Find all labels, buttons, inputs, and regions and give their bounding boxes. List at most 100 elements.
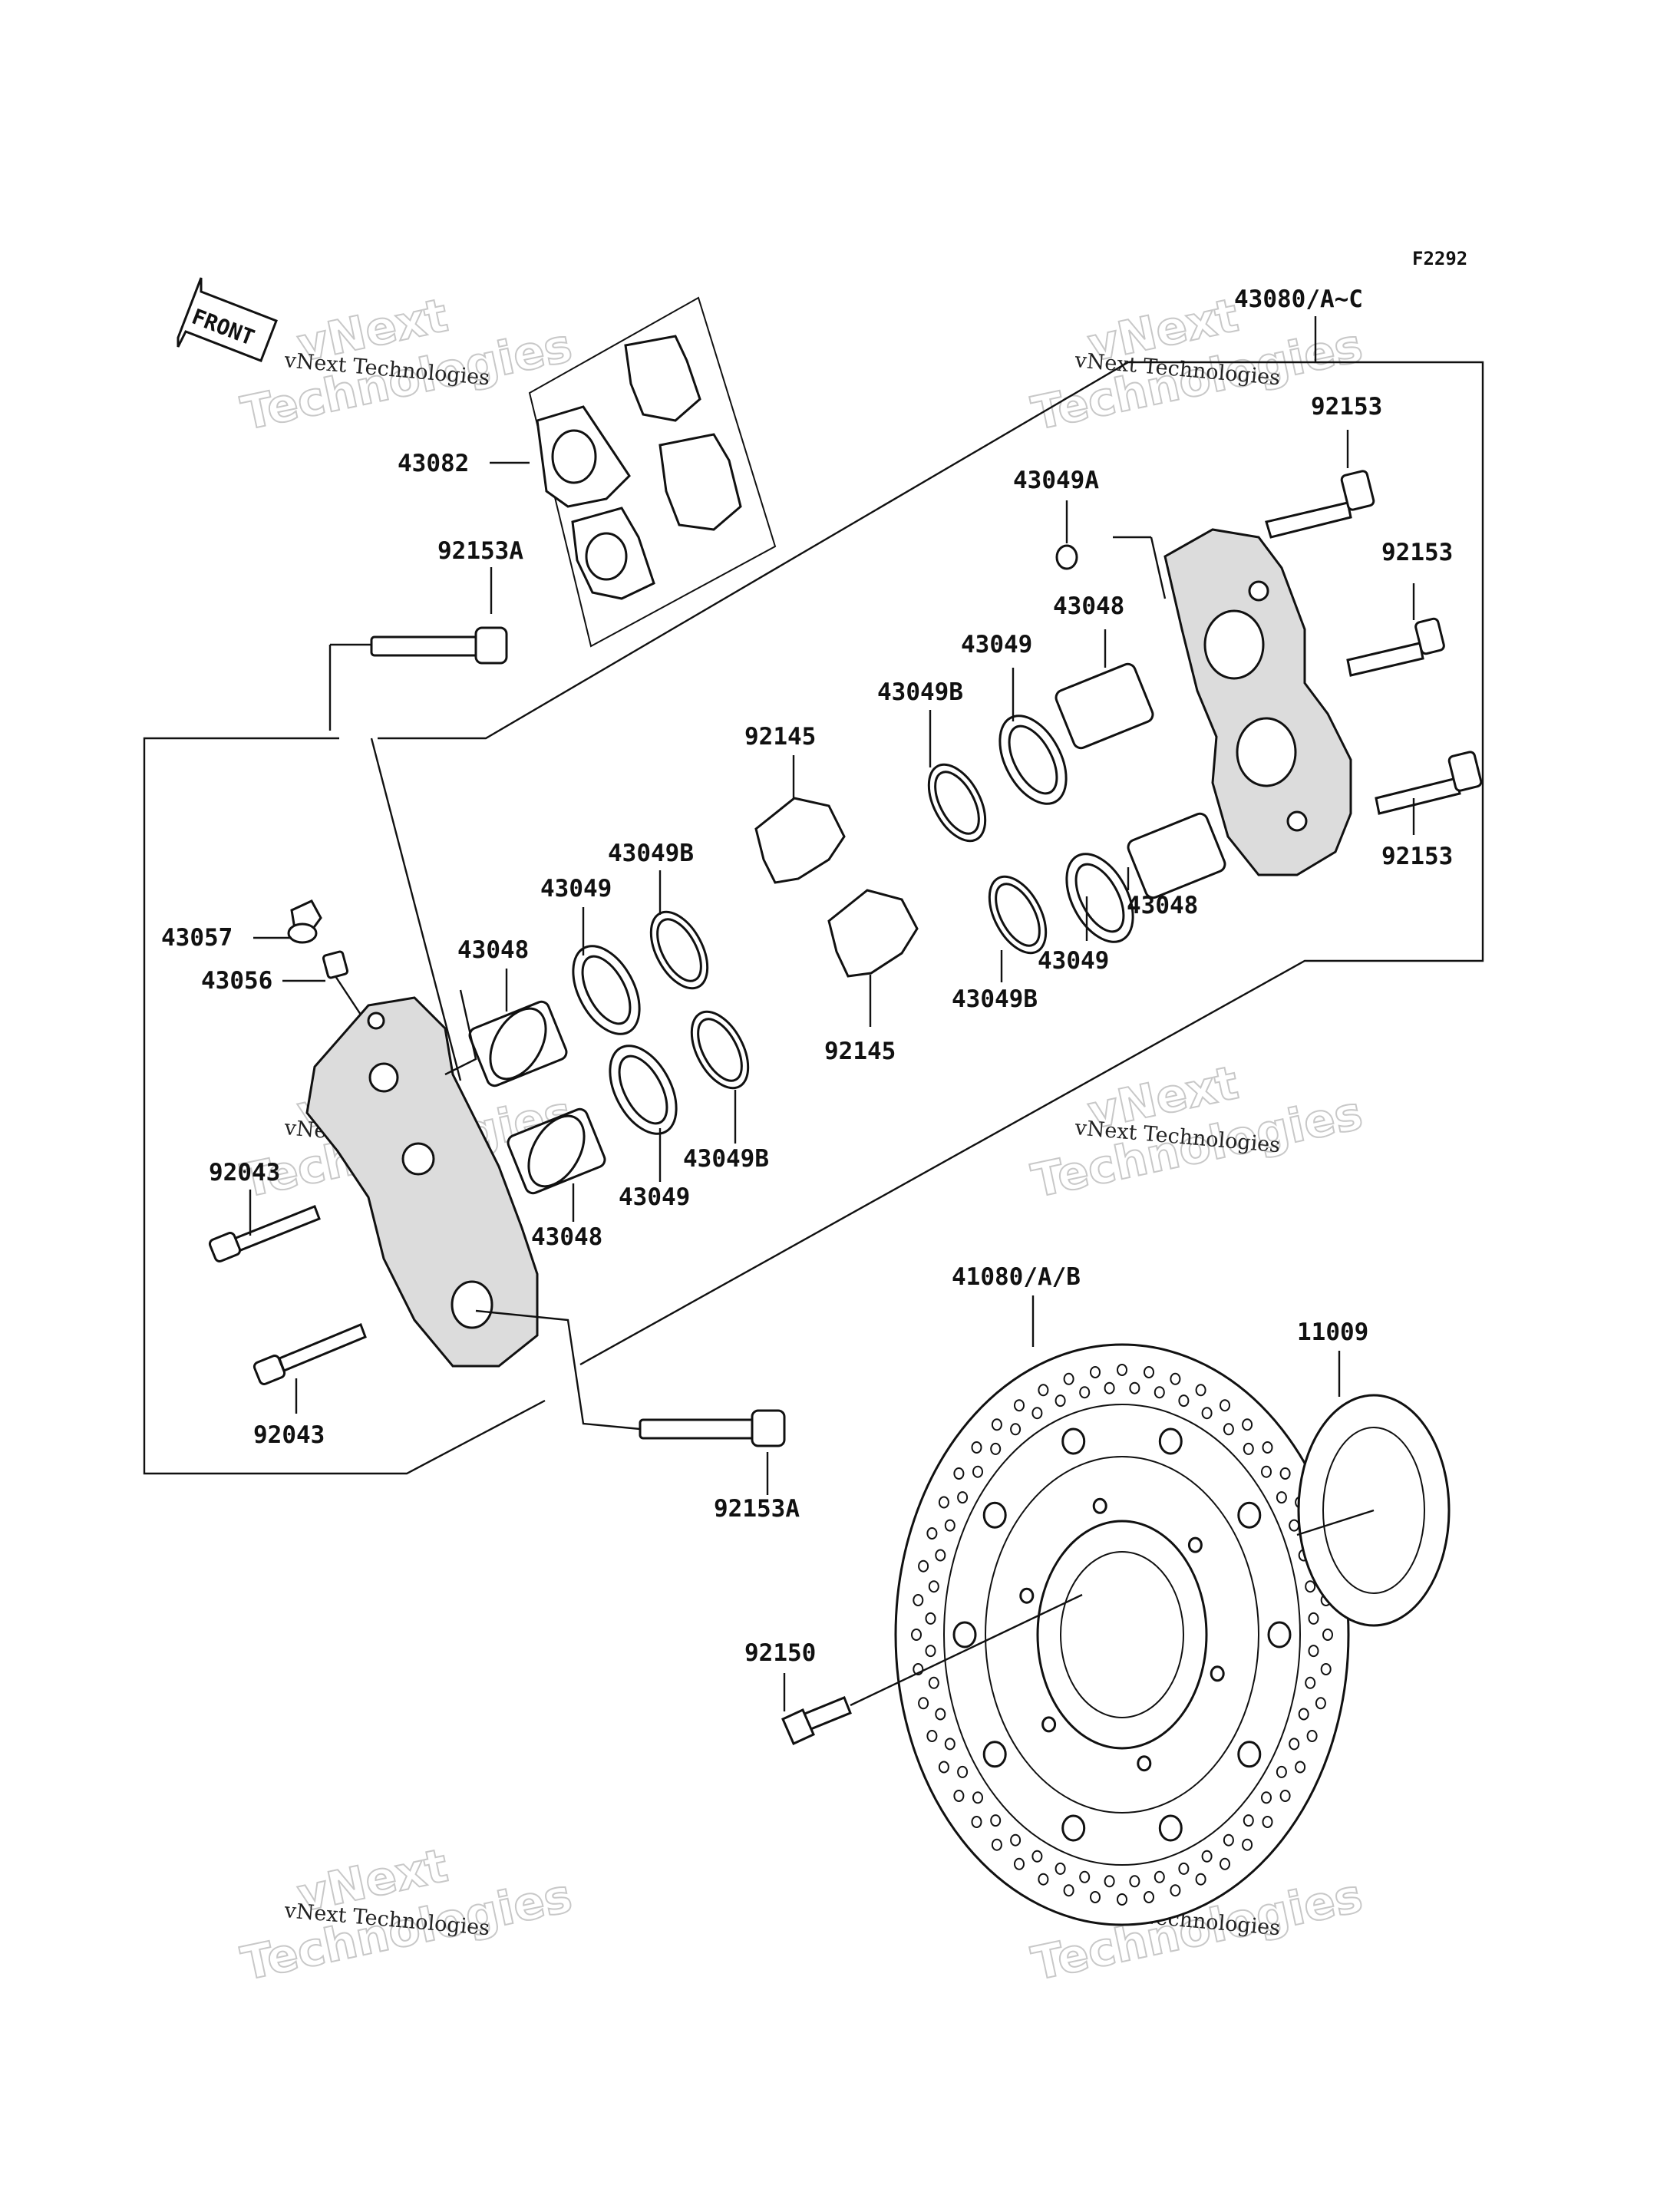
disc-hole <box>938 1496 949 1509</box>
disc-hole <box>1104 1381 1115 1394</box>
disc-hole <box>1170 1372 1181 1385</box>
disc-hole <box>1308 1612 1319 1625</box>
disc-bolt-92150 <box>781 1696 852 1746</box>
pad-spring-92145-a <box>754 797 846 884</box>
bleeder-cap-43057 <box>287 899 322 944</box>
disc-hole <box>953 1467 965 1480</box>
disc-hole <box>1010 1833 1022 1847</box>
washer-43049a <box>1055 544 1078 570</box>
disc-hole <box>1276 1765 1287 1778</box>
disc-hole <box>991 1838 1002 1851</box>
label-43049-r2: 43049 <box>1038 947 1109 975</box>
disc-hole <box>1014 1399 1025 1412</box>
disc-hole <box>1055 1394 1066 1408</box>
label-92145-a: 92145 <box>744 723 816 751</box>
label-43082: 43082 <box>398 450 469 477</box>
disc-hole <box>935 1549 946 1562</box>
label-92150: 92150 <box>744 1639 816 1667</box>
bolt-92153a-bottom <box>639 1409 786 1447</box>
right-caliper <box>1113 528 1352 876</box>
disc-hole <box>1223 1833 1234 1847</box>
caliper-assembly-outline <box>143 316 1484 1475</box>
label-92153-a: 92153 <box>1311 393 1382 421</box>
disc-hole <box>1242 1838 1253 1851</box>
disc-hole <box>1322 1629 1333 1641</box>
disc-hole <box>944 1738 956 1751</box>
label-43049b-l2: 43049B <box>683 1145 769 1173</box>
bolt-92153-b <box>1346 617 1445 677</box>
disc-hole <box>1031 1407 1043 1420</box>
disc-hole <box>971 1816 982 1828</box>
disc-rivet <box>1158 1427 1183 1455</box>
disc-hole <box>935 1708 946 1721</box>
disc-rivet <box>952 1621 977 1648</box>
label-11009: 11009 <box>1297 1318 1368 1346</box>
disc-hole <box>1129 1875 1140 1888</box>
disc-rivet <box>1158 1814 1183 1842</box>
disc-hole <box>1195 1384 1206 1397</box>
disc-hole <box>1315 1697 1326 1710</box>
disc-hole <box>1305 1580 1316 1593</box>
disc-hole <box>1261 1791 1272 1804</box>
hub-bolt-hole <box>1187 1536 1203 1553</box>
disc-hole <box>1104 1875 1115 1888</box>
label-43080: 43080/A~C <box>1234 285 1363 313</box>
bolt-92153-a <box>1265 470 1375 539</box>
label-43049b-r2: 43049B <box>952 985 1038 1013</box>
disc-hole <box>918 1559 929 1573</box>
watermark-mid-right: Technologies vNext <box>1027 1055 1368 1210</box>
label-92043-b: 92043 <box>253 1421 325 1449</box>
label-43049-l2: 43049 <box>619 1183 690 1211</box>
left-caliper <box>305 989 539 1368</box>
disc-hole <box>925 1612 936 1625</box>
disc-hole <box>1243 1814 1254 1827</box>
disc-hole <box>918 1697 929 1710</box>
label-92153a-bottom: 92153A <box>714 1495 800 1523</box>
label-43048-l2: 43048 <box>531 1223 602 1251</box>
bolt-92153a-top <box>370 626 508 665</box>
label-41080: 41080/A/B <box>952 1263 1081 1291</box>
disc-hole <box>1220 1857 1230 1870</box>
disc-hole <box>913 1594 924 1606</box>
disc-hole <box>1279 1467 1291 1480</box>
label-43057: 43057 <box>161 924 233 952</box>
disc-rivet <box>1237 1741 1262 1768</box>
disc-hole <box>1038 1384 1049 1397</box>
disc-hole <box>1220 1399 1230 1412</box>
hub-bolt-hole <box>1041 1716 1057 1733</box>
disc-hole <box>1305 1676 1316 1689</box>
label-43049-r1: 43049 <box>961 631 1032 658</box>
disc-hole <box>1279 1790 1291 1802</box>
disc-rivet <box>1237 1501 1262 1529</box>
disc-hole <box>926 1527 938 1540</box>
disc-hole <box>1195 1873 1206 1886</box>
disc-hole <box>1154 1386 1165 1399</box>
disc-hole <box>928 1676 939 1689</box>
bolt-92043-a <box>208 1205 321 1262</box>
disc-hole <box>1154 1870 1165 1883</box>
disc-hole <box>957 1491 969 1504</box>
disc-hole <box>1298 1708 1309 1721</box>
diagram-code: F2292 <box>1412 248 1467 269</box>
disc-hole <box>972 1465 983 1478</box>
disc-hole <box>1055 1862 1066 1875</box>
label-43049b-r1: 43049B <box>877 678 963 706</box>
disc-rivet <box>982 1741 1007 1768</box>
disc-hole <box>972 1791 983 1804</box>
disc-hole <box>1262 1816 1273 1828</box>
disc-hole <box>913 1663 924 1675</box>
disc-hole <box>1063 1372 1074 1385</box>
leader-lines <box>249 430 1415 1711</box>
disc-rivet <box>982 1501 1007 1529</box>
label-43048-l1: 43048 <box>457 936 529 964</box>
disc-hole <box>928 1580 939 1593</box>
brake-pads <box>528 296 777 648</box>
brake-disc <box>894 1343 1350 1926</box>
disc-rivet <box>1061 1427 1086 1455</box>
watermark-top-left: Technologies vNext <box>236 288 578 442</box>
disc-hole <box>944 1519 956 1532</box>
disc-hole <box>1262 1441 1273 1454</box>
hub-bolt-hole <box>1137 1755 1152 1772</box>
disc-hole <box>971 1441 982 1454</box>
